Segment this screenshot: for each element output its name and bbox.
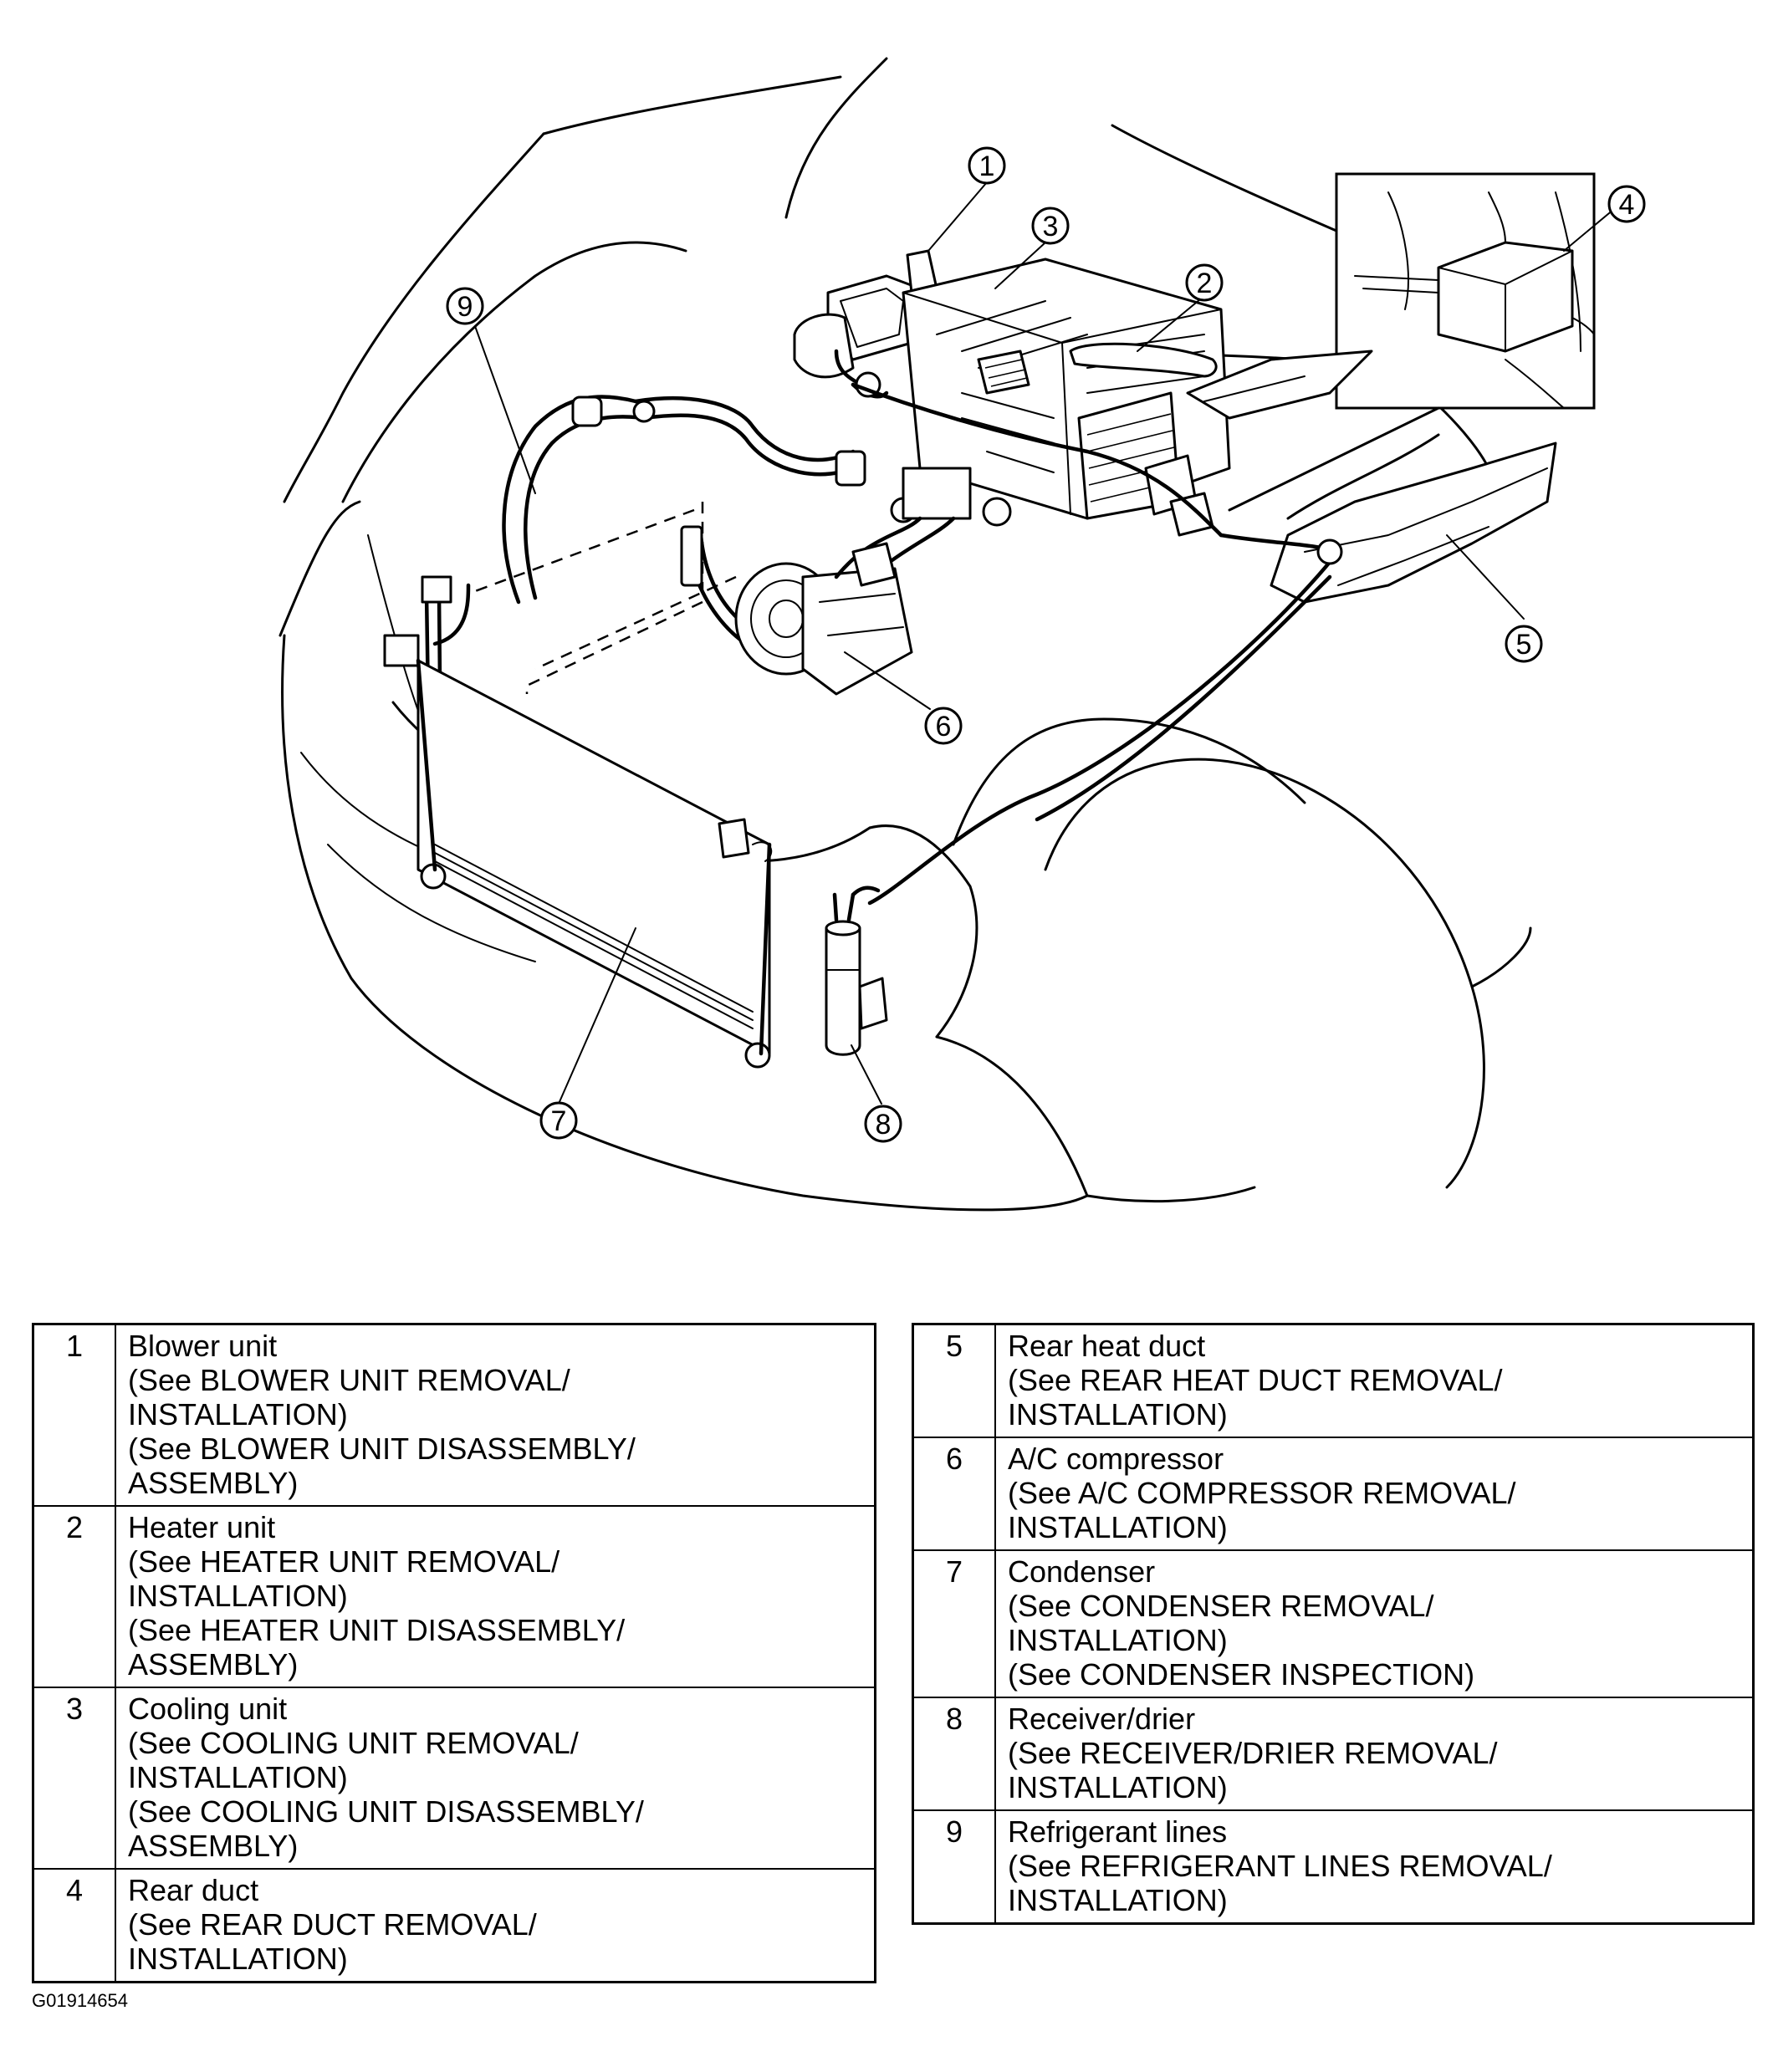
legend-item-reference: INSTALLATION) — [128, 1579, 348, 1613]
legend-item-title: Blower unit — [128, 1329, 278, 1363]
legend-item-number: 7 — [912, 1549, 996, 1698]
leader-lines — [474, 181, 1615, 1105]
legend-item-number: 4 — [32, 1868, 116, 1983]
legend-item-number: 2 — [32, 1505, 116, 1688]
callout-6: 6 — [924, 707, 963, 745]
legend-item-reference: (See A/C COMPRESSOR REMOVAL/ — [1008, 1476, 1516, 1510]
callout-1: 1 — [968, 146, 1006, 185]
ac-compressor — [734, 467, 972, 696]
legend-item-title: Receiver/drier — [1008, 1702, 1196, 1736]
legend-item-description: Blower unit(See BLOWER UNIT REMOVAL/INST… — [115, 1323, 876, 1507]
callout-2: 2 — [1185, 263, 1224, 302]
legend-item-description: Rear duct(See REAR DUCT REMOVAL/INSTALLA… — [115, 1868, 876, 1983]
legend-item-reference: ASSEMBLY) — [128, 1466, 299, 1500]
callout-8: 8 — [864, 1105, 902, 1143]
legend-item-reference: (See BLOWER UNIT REMOVAL/ — [128, 1363, 570, 1397]
legend-item-reference: (See RECEIVER/DRIER REMOVAL/ — [1008, 1736, 1498, 1770]
legend-item-reference: INSTALLATION) — [128, 1760, 348, 1794]
callout-3: 3 — [1031, 207, 1070, 245]
legend-item-number: 8 — [912, 1697, 996, 1811]
legend-item-description: Condenser(See CONDENSER REMOVAL/INSTALLA… — [994, 1549, 1755, 1698]
legend-item-reference: (See REAR HEAT DUCT REMOVAL/ — [1008, 1363, 1503, 1397]
svg-text:8: 8 — [876, 1109, 892, 1141]
legend-item-reference: INSTALLATION) — [1008, 1397, 1228, 1432]
legend-item-reference: (See REAR DUCT REMOVAL/ — [128, 1907, 537, 1942]
legend-item-reference: (See COOLING UNIT REMOVAL/ — [128, 1726, 579, 1760]
legend-item-title: Rear heat duct — [1008, 1329, 1206, 1363]
rear-heat-duct — [1270, 441, 1557, 604]
legend-item-number: 5 — [912, 1323, 996, 1438]
legend-item-description: Cooling unit(See COOLING UNIT REMOVAL/IN… — [115, 1687, 876, 1870]
legend-item-description: A/C compressor(See A/C COMPRESSOR REMOVA… — [994, 1437, 1755, 1551]
condenser — [416, 658, 773, 1069]
legend-item-reference: INSTALLATION) — [1008, 1770, 1228, 1804]
legend-item-title: Refrigerant lines — [1008, 1814, 1228, 1849]
legend-item-title: Rear duct — [128, 1873, 259, 1907]
legend-item-description: Receiver/drier(See RECEIVER/DRIER REMOVA… — [994, 1697, 1755, 1811]
receiver-drier — [825, 885, 888, 1056]
legend-item-description: Heater unit(See HEATER UNIT REMOVAL/INST… — [115, 1505, 876, 1688]
legend-item-reference: INSTALLATION) — [128, 1942, 348, 1976]
legend-item-reference: ASSEMBLY) — [128, 1647, 299, 1682]
alignment-dashes — [468, 502, 737, 694]
legend-item-title: Heater unit — [128, 1510, 276, 1544]
legend-item-description: Rear heat duct(See REAR HEAT DUCT REMOVA… — [994, 1323, 1755, 1438]
legend-item-reference: (See REFRIGERANT LINES REMOVAL/ — [1008, 1849, 1552, 1883]
figure-id: G01914654 — [32, 1990, 128, 2011]
hvac-module — [793, 249, 1373, 537]
legend-item-number: 3 — [32, 1687, 116, 1870]
svg-text:4: 4 — [1619, 189, 1635, 221]
legend-item-reference: INSTALLATION) — [1008, 1883, 1228, 1917]
legend-item-description: Refrigerant lines(See REFRIGERANT LINES … — [994, 1809, 1755, 1925]
legend-item-reference: (See CONDENSER INSPECTION) — [1008, 1657, 1475, 1692]
legend-item-number: 1 — [32, 1323, 116, 1507]
legend-item-title: A/C compressor — [1008, 1442, 1224, 1476]
legend-item-reference: INSTALLATION) — [128, 1397, 348, 1432]
callout-5: 5 — [1505, 625, 1543, 663]
legend-item-title: Condenser — [1008, 1554, 1156, 1589]
refrigerant-lines — [383, 382, 1343, 906]
svg-text:3: 3 — [1043, 211, 1059, 242]
rear-duct-inset — [1228, 172, 1596, 512]
legend-item-reference: (See CONDENSER REMOVAL/ — [1008, 1589, 1434, 1623]
svg-text:2: 2 — [1197, 268, 1213, 299]
svg-text:1: 1 — [979, 151, 995, 182]
svg-text:7: 7 — [551, 1105, 567, 1137]
legend-item-reference: (See COOLING UNIT DISASSEMBLY/ — [128, 1794, 644, 1829]
legend-item-reference: INSTALLATION) — [1008, 1510, 1228, 1544]
svg-text:6: 6 — [936, 711, 952, 743]
legend-item-reference: ASSEMBLY) — [128, 1829, 299, 1863]
legend-item-number: 6 — [912, 1437, 996, 1551]
svg-text:5: 5 — [1516, 629, 1532, 661]
hvac-component-location-diagram: 1 2 3 4 5 6 7 8 9 — [278, 57, 1646, 1212]
legend-item-number: 9 — [912, 1809, 996, 1925]
legend-item-reference: (See BLOWER UNIT DISASSEMBLY/ — [128, 1432, 636, 1466]
callout-4: 4 — [1607, 185, 1646, 223]
callout-9: 9 — [446, 287, 484, 325]
legend-item-title: Cooling unit — [128, 1692, 288, 1726]
svg-text:9: 9 — [457, 291, 473, 323]
legend-item-reference: INSTALLATION) — [1008, 1623, 1228, 1657]
callout-7: 7 — [539, 1101, 578, 1140]
legend-item-reference: (See HEATER UNIT REMOVAL/ — [128, 1544, 560, 1579]
legend-item-reference: (See HEATER UNIT DISASSEMBLY/ — [128, 1613, 626, 1647]
